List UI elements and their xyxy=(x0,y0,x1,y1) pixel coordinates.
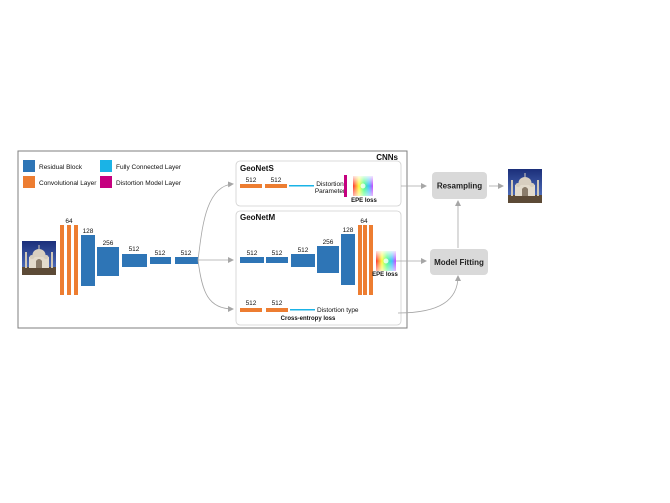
geonets-fc-2 xyxy=(265,184,287,188)
decoder-res-512-b xyxy=(266,257,288,263)
encoder-res-512-c xyxy=(175,257,198,264)
decoder-res-128 xyxy=(341,234,355,285)
decoder-res-512-a xyxy=(240,257,264,263)
cls-fc-1 xyxy=(240,308,262,312)
decoder-label-512-b: 512 xyxy=(272,250,283,257)
encoder-res-128 xyxy=(81,235,95,286)
output-image xyxy=(508,169,542,203)
geonetm-decoder: 512 512 512 256 128 64 xyxy=(240,218,373,295)
resampling-block xyxy=(432,172,487,199)
encoder-label-512-b: 512 xyxy=(155,250,166,257)
encoder-label-64: 64 xyxy=(65,218,73,225)
decoder-label-512-a: 512 xyxy=(247,250,258,257)
encoder-label-512-c: 512 xyxy=(181,250,192,257)
encoder-conv-bar xyxy=(74,225,78,295)
decoder-conv-bar xyxy=(358,225,362,295)
cnns-title: CNNs xyxy=(376,153,398,162)
cls-loss: Cross-entropy loss xyxy=(281,316,336,322)
legend-label-conv: Convolutional Layer xyxy=(39,180,97,187)
legend-label-residual: Residual Block xyxy=(39,164,83,171)
decoder-label-256: 256 xyxy=(323,239,334,246)
geonets-loss: EPE loss xyxy=(351,198,377,204)
geonetm-flow-icon xyxy=(376,251,396,271)
decoder-conv-bar xyxy=(363,225,367,295)
cls-output-label: Distortion type xyxy=(317,307,359,314)
geonetm-title: GeoNetM xyxy=(240,213,275,222)
encoder-res-512-a xyxy=(122,254,147,267)
geonets-fc-line xyxy=(289,185,314,187)
geonets-fc-1 xyxy=(240,184,262,188)
cls-fc-label-1: 512 xyxy=(246,300,257,307)
legend-swatch-distortion xyxy=(100,176,112,188)
legend-swatch-conv xyxy=(23,176,35,188)
resampling-label: Resampling xyxy=(437,182,482,191)
geonets-output-label-1: Distortion xyxy=(316,181,344,188)
geonets-fc-label-2: 512 xyxy=(271,177,282,184)
cls-fc-label-2: 512 xyxy=(272,300,283,307)
cls-fc-2 xyxy=(266,308,288,312)
legend-label-distortion: Distortion Model Layer xyxy=(116,180,182,187)
legend-swatch-fc xyxy=(100,160,112,172)
model-fitting-label: Model Fitting xyxy=(434,258,484,267)
encoder-label-512-a: 512 xyxy=(129,246,140,253)
encoder-label-128: 128 xyxy=(83,228,94,235)
decoder-label-64: 64 xyxy=(360,218,368,225)
legend-swatch-residual xyxy=(23,160,35,172)
connector-to-classifier xyxy=(197,259,234,312)
legend-label-fc: Fully Connected Layer xyxy=(116,164,182,171)
geonets-fc-label-1: 512 xyxy=(246,177,257,184)
encoder-conv-bar xyxy=(60,225,64,295)
decoder-label-128: 128 xyxy=(343,227,354,234)
model-fitting-block xyxy=(430,249,488,275)
connector-to-geonets xyxy=(197,181,234,261)
decoder-conv-bar xyxy=(369,225,373,295)
input-image xyxy=(22,241,56,275)
geonets-flow-icon xyxy=(353,176,373,196)
geonets-distortion-layer xyxy=(344,175,347,197)
encoder-conv-bar xyxy=(67,225,71,295)
encoder-label-256: 256 xyxy=(103,240,114,247)
legend: Residual Block Fully Connected Layer Con… xyxy=(23,160,182,188)
geonetm-flow-loss: EPE loss xyxy=(372,272,398,278)
encoder-res-256 xyxy=(97,247,119,276)
decoder-res-256 xyxy=(317,246,339,273)
decoder-res-512-c xyxy=(291,254,315,267)
geonets-title: GeoNetS xyxy=(240,164,274,173)
connector-cls-to-modelfitting xyxy=(397,275,461,314)
geonets-output-label-2: Parameter xyxy=(315,188,346,195)
cls-fc-line xyxy=(290,309,315,311)
decoder-label-512-c: 512 xyxy=(298,247,309,254)
encoder: 64 128 256 512 512 512 xyxy=(60,218,198,295)
encoder-res-512-b xyxy=(150,257,171,264)
